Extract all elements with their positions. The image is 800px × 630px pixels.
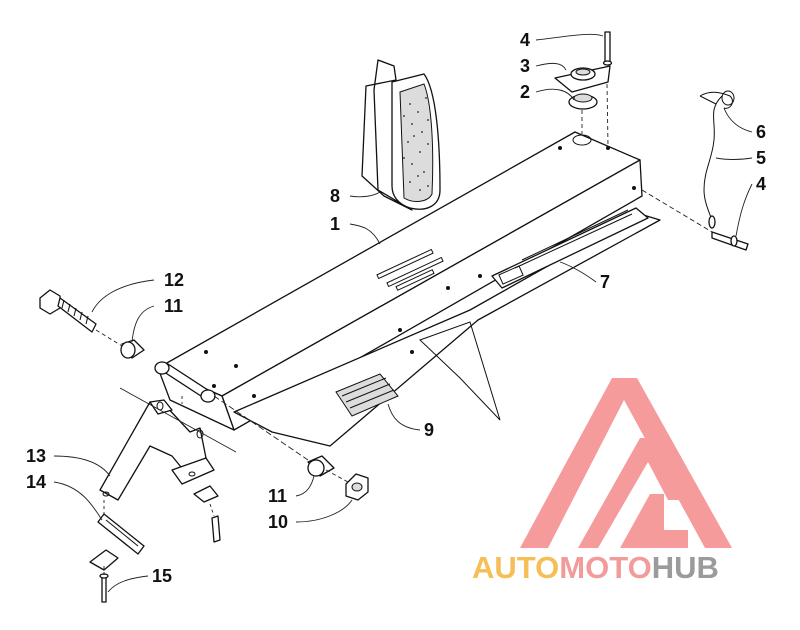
washer-part (193, 485, 221, 543)
flange-part-3 (554, 65, 611, 93)
callout-13: 13 (26, 446, 46, 466)
callout-6: 6 (756, 122, 766, 142)
callout-4-lower: 4 (756, 174, 766, 194)
leader-lines (53, 33, 753, 593)
callout-10: 10 (268, 512, 288, 532)
bolt-part-12 (39, 289, 97, 333)
callout-11-upper: 11 (164, 296, 183, 316)
foot-pad-part-8 (361, 59, 441, 211)
callout-labels: 4 3 2 6 5 4 8 1 7 12 11 9 13 14 11 10 15 (26, 30, 766, 586)
callout-7: 7 (600, 272, 610, 292)
bolt-part-4-top (602, 31, 613, 66)
clip-part-6 (699, 90, 735, 109)
pin-part-4-lower (711, 231, 749, 251)
callout-15: 15 (152, 566, 172, 586)
callout-3: 3 (520, 56, 530, 76)
spacer-part-11-lower (307, 455, 335, 477)
callout-8: 8 (330, 186, 340, 206)
bushing-part-2 (568, 93, 598, 146)
tube-part (154, 361, 216, 403)
watermark-logo-icon (520, 378, 732, 548)
bracket-part-13 (99, 399, 215, 501)
screw-part-15 (99, 573, 109, 603)
callout-1: 1 (330, 214, 340, 234)
callout-12: 12 (164, 270, 184, 290)
callout-14: 14 (26, 472, 46, 492)
decal-part-9 (335, 373, 399, 417)
watermark-hub: HUB (652, 550, 719, 585)
watermark-moto: MOTO (559, 550, 651, 585)
tether-cord-part-5 (703, 95, 723, 229)
plate-part-14 (89, 513, 145, 571)
tunnel-part-1 (157, 131, 661, 447)
callout-5: 5 (756, 148, 766, 168)
callout-9: 9 (424, 420, 434, 440)
nut-part-10 (345, 473, 369, 501)
callout-4-top: 4 (520, 30, 530, 50)
callout-11-lower: 11 (268, 486, 287, 506)
watermark-text: AUTOMOTOHUB (472, 550, 719, 585)
spacer-part-11-upper (120, 339, 145, 359)
watermark-auto: AUTO (472, 550, 559, 585)
svg-text:AUTOMOTOHUB: AUTOMOTOHUB (472, 550, 719, 585)
callout-2: 2 (520, 82, 530, 102)
